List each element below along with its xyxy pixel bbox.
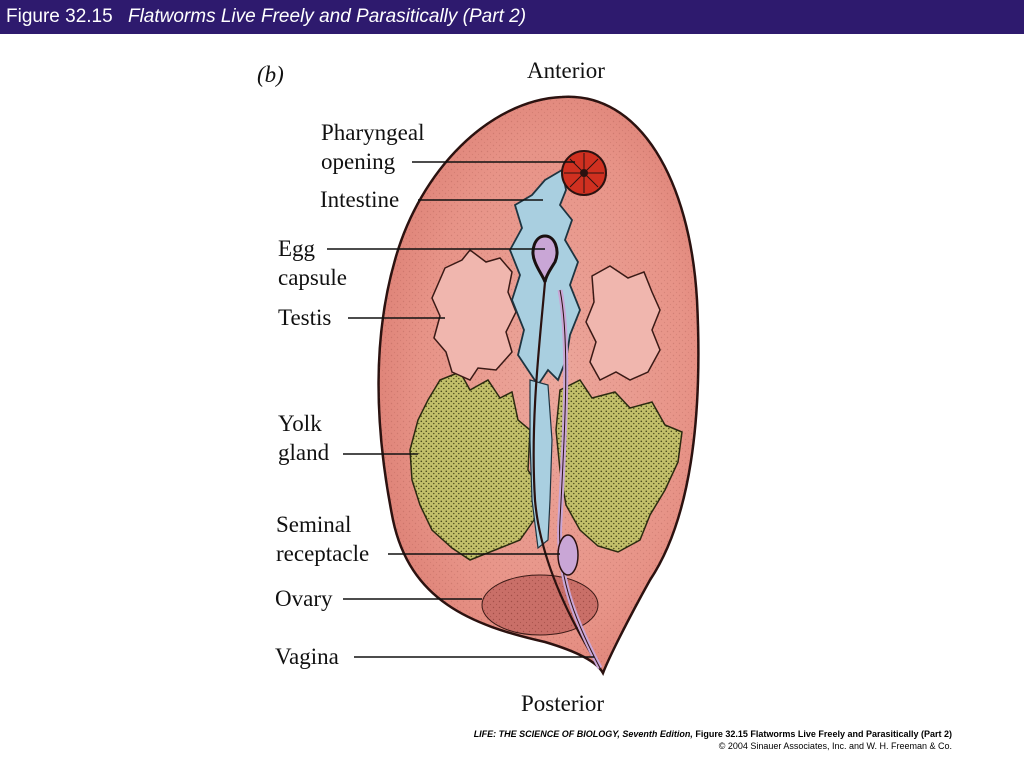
yolk-gland-left <box>409 371 541 561</box>
credit-book-line: LIFE: THE SCIENCE OF BIOLOGY, Seventh Ed… <box>474 729 952 739</box>
panel-letter: (b) <box>257 62 284 87</box>
egg-capsule-label-line1: Egg <box>278 236 316 261</box>
vagina-label: Vagina <box>275 644 339 669</box>
figure-title-bar: Figure 32.15 Flatworms Live Freely and P… <box>0 0 1024 34</box>
testis-left <box>431 248 517 381</box>
intestine-label: Intestine <box>320 187 400 212</box>
yolk-gland-label-line2: gland <box>278 440 330 465</box>
yolk-gland-label-line1: Yolk <box>278 411 322 436</box>
testis-label: Testis <box>278 305 332 330</box>
anterior-label: Anterior <box>527 58 605 83</box>
seminal-receptacle <box>557 534 579 576</box>
pharyngeal-opening-label-line2: opening <box>321 149 396 174</box>
pharynx-rays <box>564 153 604 193</box>
posterior-label: Posterior <box>521 691 605 716</box>
leader-lines <box>327 161 594 658</box>
yolk-gland-right <box>555 379 683 553</box>
credit-figure-ref: Figure 32.15 Flatworms Live Freely and P… <box>695 729 952 739</box>
credit-book-title: LIFE: THE SCIENCE OF BIOLOGY, Seventh Ed… <box>473 729 693 739</box>
testis-right <box>585 265 661 381</box>
duct-2-outline <box>559 289 601 669</box>
ovary-label: Ovary <box>275 586 333 611</box>
figure-number: Figure 32.15 <box>6 6 113 27</box>
figure-title: Flatworms Live Freely and Parasitically … <box>127 6 527 27</box>
seminal-receptacle-label-line1: Seminal <box>276 512 352 537</box>
duct-1 <box>532 281 599 666</box>
credit-copyright: © 2004 Sinauer Associates, Inc. and W. H… <box>718 741 952 751</box>
seminal-receptacle-label-line2: receptacle <box>276 541 370 566</box>
egg-capsule-label-line2: capsule <box>278 265 347 290</box>
pharyngeal-opening-label-line1: Pharyngeal <box>321 120 425 145</box>
